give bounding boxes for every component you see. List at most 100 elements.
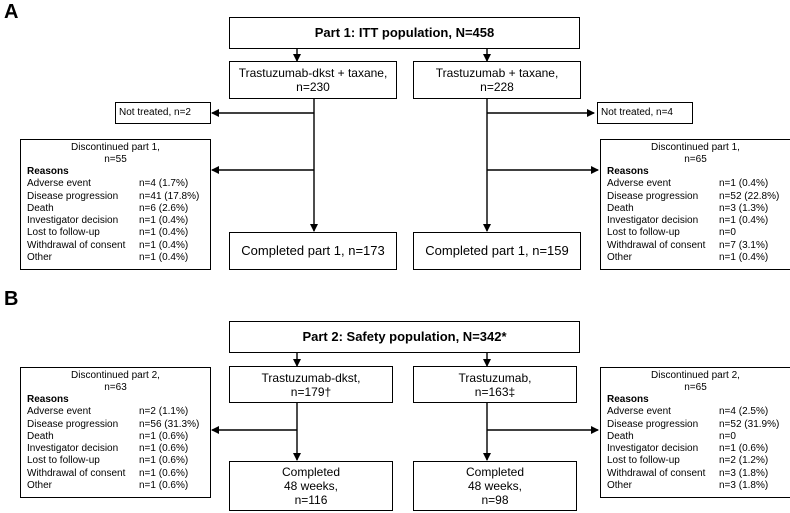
reason-value: n=6 (2.6%)	[139, 202, 189, 214]
reason-row: Other n=1 (0.4%)	[27, 252, 204, 264]
panel-label-b: B	[4, 288, 19, 310]
reason-row: Lost to follow-up n=2 (1.2%)	[607, 455, 784, 467]
reason-row: Adverse event n=2 (1.1%)	[27, 406, 204, 418]
part1-right-arm-box: Trastuzumab + taxane, n=228	[413, 61, 581, 99]
reason-value: n=1 (0.4%)	[719, 252, 769, 264]
part2-left-arm-box: Trastuzumab-dkst, n=179†	[229, 366, 393, 403]
left-completed-line2: 48 weeks,	[283, 479, 339, 493]
left-arm-line2: n=230	[296, 80, 330, 94]
reason-label: Lost to follow-up	[27, 227, 100, 239]
reason-value: n=52 (22.8%)	[719, 190, 780, 202]
right-arm-line2: n=228	[480, 80, 514, 94]
side-heading: Discontinued part 1,	[71, 142, 160, 153]
reason-value: n=0	[719, 227, 736, 239]
reasons-label: Reasons	[607, 394, 649, 405]
reason-value: n=3 (1.3%)	[719, 202, 769, 214]
right-completed-line3: n=98	[481, 493, 509, 507]
right-completed-line2: 48 weeks,	[467, 479, 523, 493]
part1-left-arm-box: Trastuzumab-dkst + taxane, n=230	[229, 61, 397, 99]
reason-label: Death	[607, 430, 634, 442]
reason-label: Lost to follow-up	[607, 455, 680, 467]
reason-value: n=3 (1.8%)	[719, 467, 769, 479]
reason-value: n=4 (1.7%)	[139, 178, 189, 190]
left-completed-line1: Completed	[281, 465, 341, 479]
part1-right-not-treated-box: Not treated, n=4	[597, 102, 693, 124]
reason-row: Adverse event n=4 (1.7%)	[27, 178, 204, 190]
part2-right-arm-box: Trastuzumab, n=163‡	[413, 366, 577, 403]
reason-value: n=2 (1.2%)	[719, 455, 769, 467]
right-not-treated: Not treated, n=4	[601, 107, 673, 118]
reason-value: n=1 (0.4%)	[139, 252, 189, 264]
left-arm-line2: n=179†	[290, 384, 332, 399]
right-completed: Completed part 1, n=159	[425, 243, 569, 258]
reason-value: n=3 (1.8%)	[719, 480, 769, 492]
reason-value: n=2 (1.1%)	[139, 406, 189, 418]
reason-label: Other	[607, 480, 633, 492]
right-arm-line1: Trastuzumab,	[458, 370, 532, 385]
reason-row: Other n=3 (1.8%)	[607, 480, 784, 492]
reason-row: Investigator decision n=1 (0.6%)	[607, 443, 784, 455]
left-arm-line1: Trastuzumab-dkst + taxane,	[238, 66, 388, 80]
reasons-label: Reasons	[607, 166, 649, 177]
reason-label: Other	[27, 252, 53, 264]
side-count: n=65	[684, 154, 707, 165]
part1-right-discontinued-box: Discontinued part 1, n=65 Reasons Advers…	[600, 139, 790, 270]
left-not-treated: Not treated, n=2	[119, 107, 191, 118]
side-heading: Discontinued part 2,	[71, 370, 160, 381]
left-completed-line3: n=116	[294, 493, 328, 507]
reason-label: Disease progression	[27, 190, 119, 202]
left-arm-line1: Trastuzumab-dkst,	[261, 370, 361, 385]
panel-label-a: A	[4, 1, 19, 23]
side-count: n=65	[684, 382, 707, 393]
reasons-label: Reasons	[27, 166, 69, 177]
reason-label: Investigator decision	[607, 215, 699, 227]
reason-label: Adverse event	[27, 178, 91, 190]
reason-value: n=1 (0.6%)	[139, 443, 189, 455]
reason-label: Investigator decision	[607, 443, 699, 455]
right-arm-line2: n=163‡	[474, 384, 516, 399]
part2-left-completed-box: Completed 48 weeks, n=116	[229, 461, 393, 511]
reason-row: Lost to follow-up n=1 (0.6%)	[27, 455, 204, 467]
reason-row: Withdrawal of consent n=1 (0.4%)	[27, 240, 204, 252]
part1-left-not-treated-box: Not treated, n=2	[115, 102, 211, 124]
part2-right-discontinued-box: Discontinued part 2, n=65 Reasons Advers…	[600, 367, 790, 498]
part1-left-discontinued-box: Discontinued part 1, n=55 Reasons Advers…	[20, 139, 211, 270]
reason-label: Withdrawal of consent	[607, 239, 706, 251]
reason-label: Lost to follow-up	[27, 455, 100, 467]
part1-left-completed-box: Completed part 1, n=173	[229, 232, 397, 270]
reason-label: Withdrawal of consent	[27, 239, 126, 251]
reason-label: Death	[27, 430, 54, 442]
reason-value: n=1 (0.4%)	[139, 215, 189, 227]
reason-value: n=1 (0.6%)	[139, 455, 189, 467]
reason-value: n=1 (0.6%)	[719, 443, 769, 455]
reason-value: n=1 (0.6%)	[139, 480, 189, 492]
side-heading: Discontinued part 1,	[651, 142, 740, 153]
reason-value: n=1 (0.4%)	[139, 239, 189, 251]
part1-right-completed-box: Completed part 1, n=159	[413, 232, 581, 270]
right-arm-line1: Trastuzumab + taxane,	[435, 66, 559, 80]
side-count: n=55	[104, 154, 127, 165]
reason-label: Adverse event	[27, 406, 91, 418]
reason-label: Withdrawal of consent	[607, 467, 706, 479]
reason-value: n=1 (0.6%)	[139, 467, 189, 479]
reason-value: n=52 (31.9%)	[719, 418, 780, 430]
side-count: n=63	[104, 382, 127, 393]
reason-label: Investigator decision	[27, 215, 119, 227]
